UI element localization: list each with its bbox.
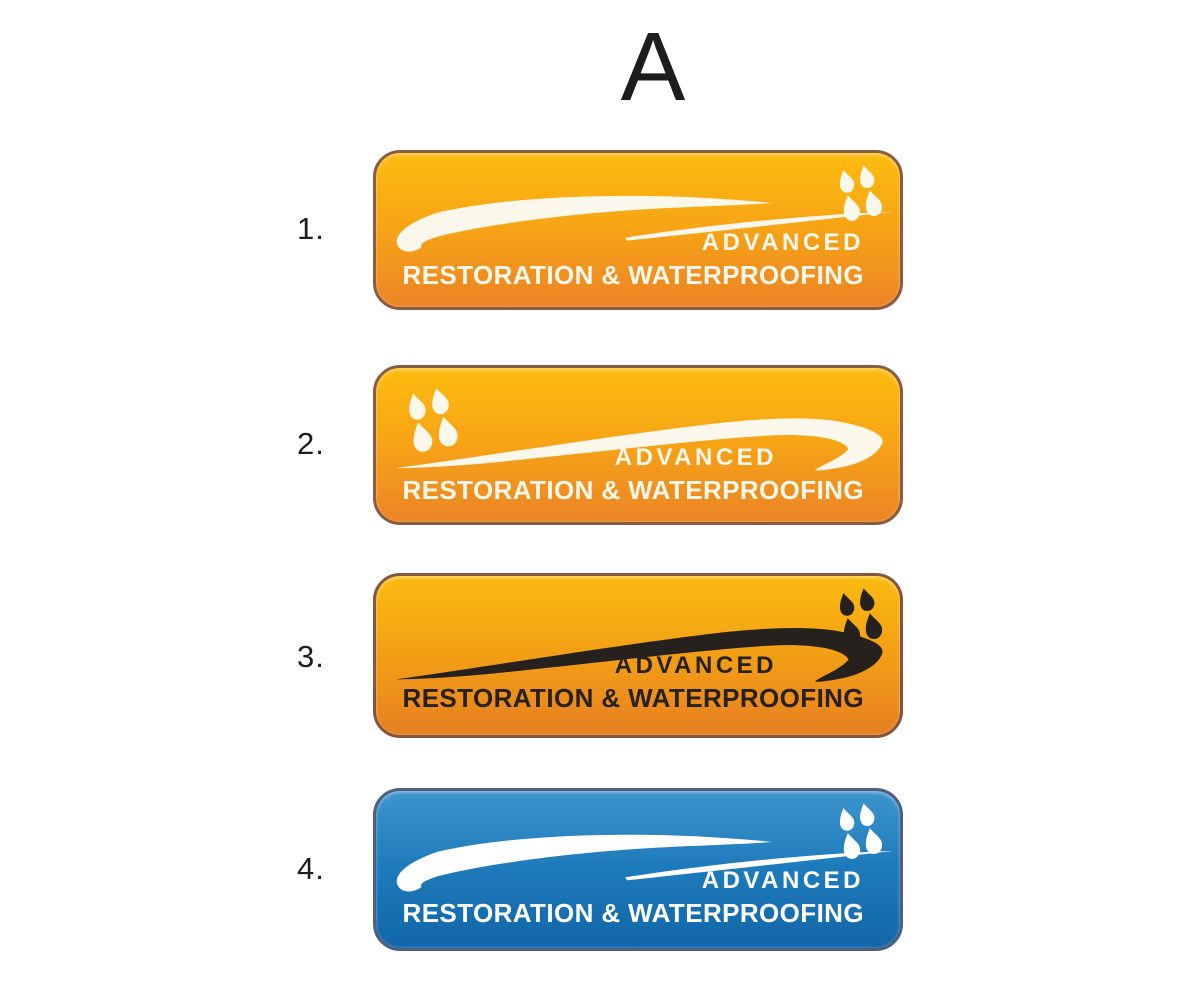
- logo-concept-3[interactable]: ADVANCED RESTORATION & WATERPROOFING: [373, 573, 903, 738]
- water-drops-icon: [409, 388, 458, 452]
- wave-swoosh-icon: [395, 418, 883, 471]
- logo-concept-2[interactable]: ADVANCED RESTORATION & WATERPROOFING: [373, 365, 903, 525]
- page-title-letter: A: [620, 12, 686, 121]
- logo-line-advanced: ADVANCED: [614, 652, 777, 679]
- logo-wordmark: ADVANCED RESTORATION & WATERPROOFING: [376, 576, 900, 735]
- water-drops-icon: [839, 588, 883, 644]
- logo-line-restoration: RESTORATION & WATERPROOFING: [402, 898, 864, 928]
- logo-wordmark: ADVANCED RESTORATION & WATERPROOFING: [376, 791, 900, 948]
- concept-number-1: 1.: [297, 211, 325, 246]
- wave-swoosh-icon: [396, 834, 894, 892]
- water-drops-icon: [839, 165, 883, 221]
- concept-number-2: 2.: [297, 426, 325, 461]
- logo-line-restoration: RESTORATION & WATERPROOFING: [402, 475, 864, 505]
- logo-line-advanced: ADVANCED: [701, 229, 864, 256]
- logo-wordmark: ADVANCED RESTORATION & WATERPROOFING: [376, 368, 900, 522]
- logo-line-restoration: RESTORATION & WATERPROOFING: [402, 683, 864, 713]
- concept-number-4: 4.: [297, 851, 325, 886]
- water-drops-icon: [839, 803, 883, 859]
- logo-concept-1[interactable]: ADVANCED RESTORATION & WATERPROOFING: [373, 150, 903, 310]
- logo-line-advanced: ADVANCED: [614, 444, 777, 471]
- logo-wordmark: ADVANCED RESTORATION & WATERPROOFING: [376, 153, 900, 307]
- wave-swoosh-icon: [395, 628, 883, 682]
- logo-concept-4[interactable]: ADVANCED RESTORATION & WATERPROOFING: [373, 788, 903, 951]
- logo-line-advanced: ADVANCED: [701, 867, 864, 894]
- wave-swoosh-icon: [396, 195, 894, 252]
- logo-line-restoration: RESTORATION & WATERPROOFING: [402, 260, 864, 290]
- concept-number-3: 3.: [297, 639, 325, 674]
